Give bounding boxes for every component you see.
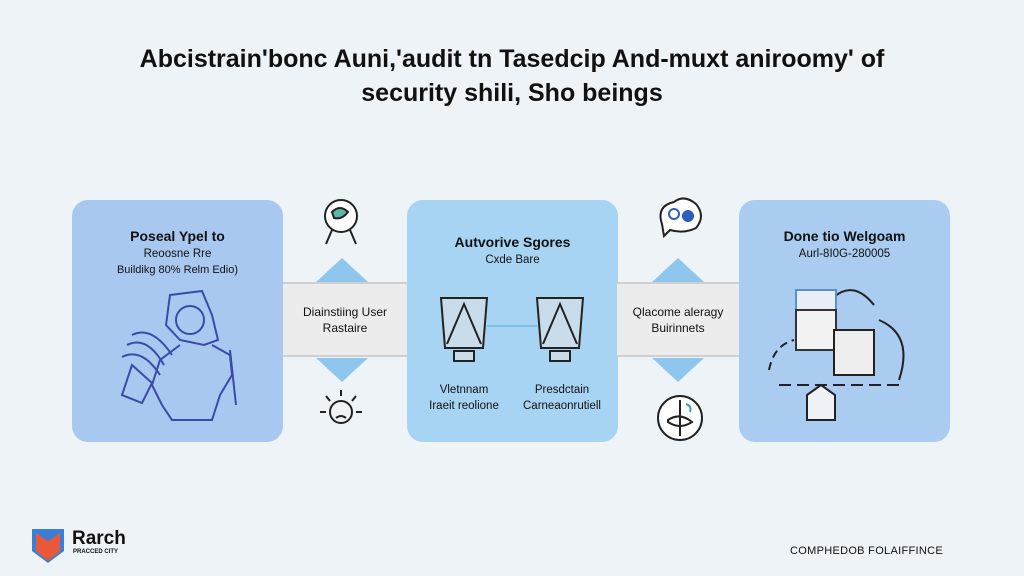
magnifier-globe-icon	[324, 199, 358, 245]
footer-label: COMPHEDOB FOLAIFFINCE	[790, 545, 943, 557]
connector-text: Diainstiing User	[302, 304, 388, 319]
panel-left: Poseal Ypel to Reoosne Rre Buildikg 80% …	[72, 200, 283, 442]
server-pair-icon	[439, 297, 585, 362]
panel-subtitle: Reoosne Rre	[143, 248, 212, 260]
title-line-1: Abcistrain'bonc Auni,'audit tn Tasedcip …	[139, 45, 885, 73]
panel-heading: Done tio Welgoam	[783, 228, 906, 244]
person-illustration-icon	[120, 289, 237, 421]
caption-line: Iraeit reolione	[429, 400, 499, 412]
brand-tagline: PRACCED CITY	[73, 549, 119, 555]
arrow-down-icon	[652, 358, 704, 382]
connector-text: Qlacome aleragy	[632, 304, 724, 319]
tools-icon	[657, 395, 703, 441]
panel-heading: Poseal Ypel to	[130, 228, 225, 244]
panel-subtitle: Cxde Bare	[485, 254, 540, 266]
worried-face-icon	[320, 390, 362, 424]
caption-line: Presdctain	[534, 384, 590, 396]
chat-cloud-icon	[659, 197, 702, 239]
connector-text: Buirinnets	[651, 320, 705, 335]
arrow-up-icon	[652, 258, 704, 282]
connector-text: Rastaire	[322, 320, 368, 335]
panel-subtitle: Aurl-8I0G-280005	[798, 248, 891, 260]
title-line-2: security shili, Sho beings	[361, 79, 663, 107]
arrow-up-icon	[316, 258, 368, 282]
brand-name: Rarch	[72, 528, 126, 549]
panel-heading: Autvorive Sgores	[454, 234, 571, 250]
caption-line: Carneaonrutiell	[523, 400, 601, 412]
caption-line: Vletnnam	[439, 384, 489, 396]
brand-logo-icon	[32, 529, 64, 563]
panel-right: Done tio Welgoam Aurl-8I0G-280005	[739, 200, 950, 442]
panel-subtitle-2: Buildikg 80% Relm Edio)	[116, 264, 239, 276]
cloud-documents-icon	[768, 289, 905, 421]
arrow-down-icon	[316, 358, 368, 382]
